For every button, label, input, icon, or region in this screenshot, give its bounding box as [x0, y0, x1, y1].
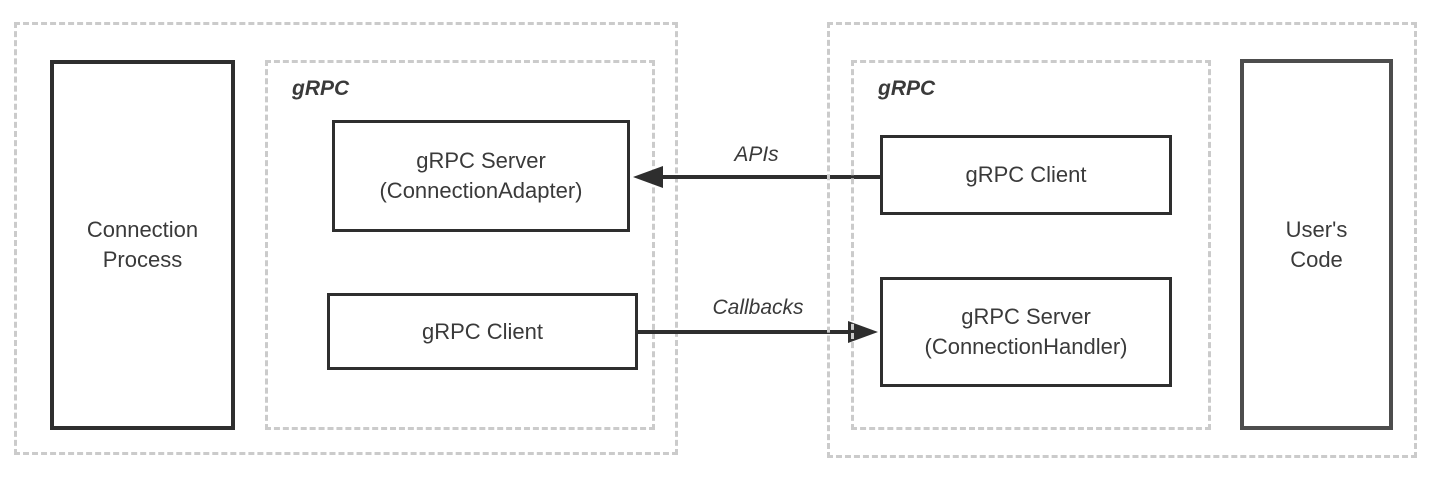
- grpc-client-box-right: gRPC Client: [880, 135, 1172, 215]
- arrowhead-right-icon: [848, 321, 878, 343]
- grpc-client-left-label: gRPC Client: [421, 318, 544, 344]
- users-code-label-line1: User's: [1285, 216, 1348, 242]
- apis-arrow: [633, 165, 880, 189]
- callbacks-arrow: [638, 320, 878, 344]
- connection-process-label-line1: Connection: [86, 217, 199, 242]
- callbacks-arrow-label: Callbacks: [712, 296, 804, 319]
- users-code-label-line2: Code: [1290, 246, 1343, 272]
- grpc-container-right: gRPC: [851, 60, 1211, 430]
- apis-arrow-label: APIs: [734, 143, 779, 166]
- grpc-server-handler-box: gRPC Server (ConnectionHandler): [880, 277, 1172, 387]
- grpc-server-adapter-label-line1: gRPC Server: [416, 148, 546, 173]
- users-code-group: [827, 22, 1417, 458]
- grpc-server-handler-label-line2: (ConnectionHandler): [924, 334, 1128, 359]
- grpc-client-right-label: gRPC Client: [965, 162, 1087, 187]
- grpc-server-adapter-box: gRPC Server (ConnectionAdapter): [332, 120, 630, 232]
- grpc-container-left-label: gRPC: [292, 77, 350, 100]
- connection-process-group: [14, 22, 678, 455]
- arrowhead-left-icon: [633, 166, 663, 188]
- grpc-client-box-left: gRPC Client: [327, 293, 638, 370]
- callbacks-arrow-shaft: [638, 330, 854, 334]
- grpc-server-handler-label-line1: gRPC Server: [961, 304, 1091, 329]
- users-code-box: User's Code: [1240, 59, 1393, 430]
- connection-process-box: Connection Process: [50, 60, 235, 430]
- grpc-container-left: gRPC: [265, 60, 655, 430]
- apis-arrow-shaft: [657, 175, 880, 179]
- connection-process-label-line2: Process: [102, 247, 183, 272]
- grpc-server-adapter-label-line2: (ConnectionAdapter): [379, 178, 583, 203]
- grpc-container-right-label: gRPC: [878, 77, 936, 100]
